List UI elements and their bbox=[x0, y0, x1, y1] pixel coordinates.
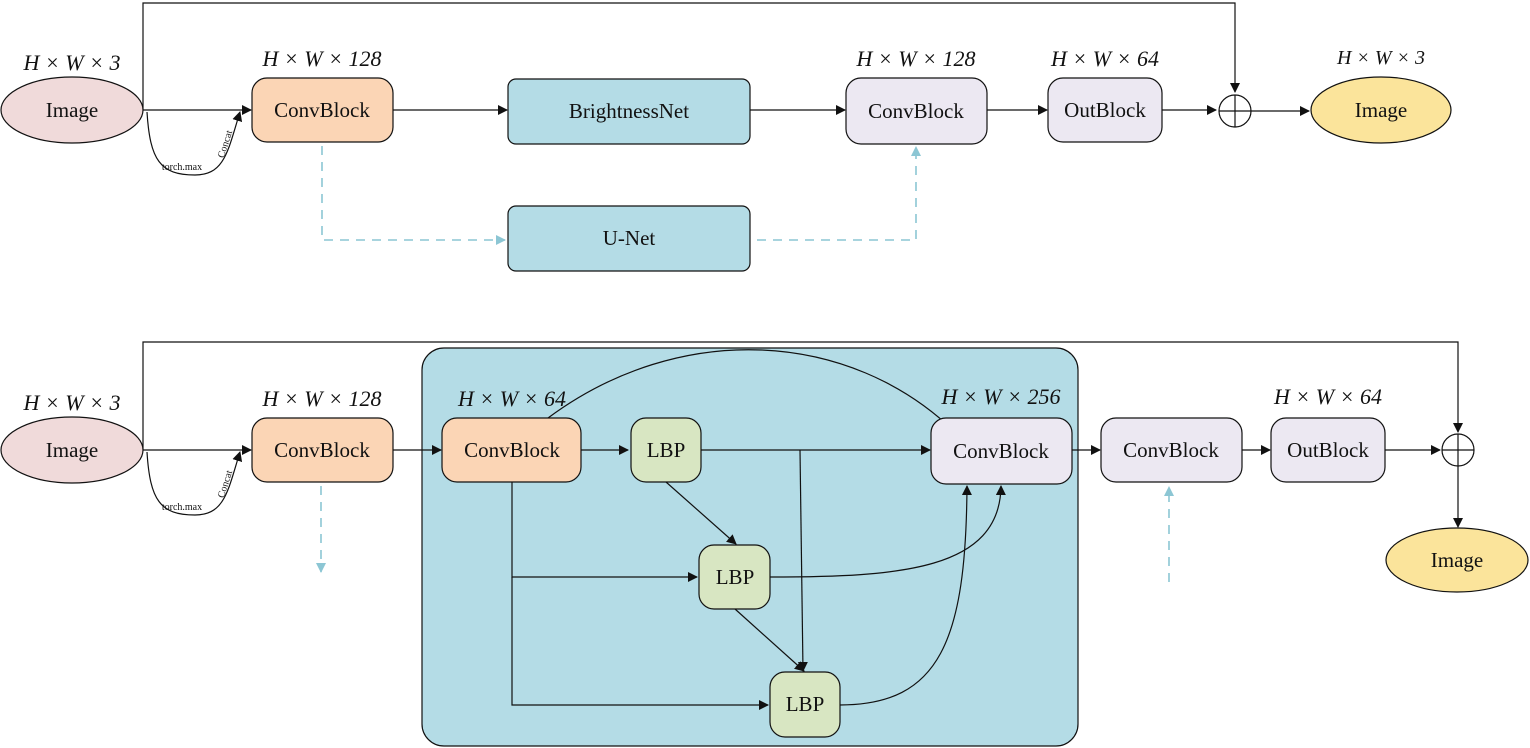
top-output-dim: H × W × 3 bbox=[1336, 47, 1425, 69]
arrow-lbp2-merge bbox=[769, 485, 1006, 578]
top-conv2-node bbox=[845, 77, 988, 145]
arrow-innerconv-lbp3 bbox=[511, 577, 769, 710]
top-brightnessnet-label: BrightnessNet bbox=[569, 99, 689, 123]
arrow-lbp1-lbp2 bbox=[665, 481, 737, 545]
bottom-conv1-dim: H × W × 128 bbox=[262, 386, 382, 411]
arrow-lbp3-merge bbox=[839, 485, 972, 706]
top-conv2-label: ConvBlock bbox=[868, 99, 964, 123]
bottom-outblock-label: OutBlock bbox=[1287, 438, 1369, 462]
merge-conv-node bbox=[930, 417, 1073, 485]
top-pipeline: H × W × 3 Image torch.max Concat H × W ×… bbox=[0, 2, 1452, 272]
bottom-skip-connection bbox=[142, 341, 1463, 450]
top-outblock-label: OutBlock bbox=[1064, 98, 1146, 122]
bottom-input-image-label: Image bbox=[46, 438, 98, 462]
top-input-dim: H × W × 3 bbox=[23, 50, 121, 75]
top-conv1-dim: H × W × 128 bbox=[262, 46, 382, 71]
bottom-pipeline: H × W × 3 Image torch.max Concat H × W ×… bbox=[0, 341, 1529, 747]
top-output-image-label: Image bbox=[1355, 98, 1407, 122]
inner-conv-dim: H × W × 64 bbox=[457, 386, 566, 411]
top-unet-node bbox=[507, 205, 751, 272]
arrow-lbp2-lbp3 bbox=[734, 608, 805, 672]
merge-conv-dim: H × W × 256 bbox=[941, 384, 1061, 409]
lbp3-label: LBP bbox=[786, 692, 825, 716]
bottom-conv3-label: ConvBlock bbox=[1123, 438, 1219, 462]
inner-conv-label: ConvBlock bbox=[464, 438, 560, 462]
bottom-input-dim: H × W × 3 bbox=[23, 390, 121, 415]
bottom-output-image-node bbox=[1385, 527, 1529, 593]
bottom-sum-node bbox=[1441, 433, 1475, 467]
top-conv1-label: ConvBlock bbox=[274, 98, 370, 122]
top-dashed-conv1-unet bbox=[321, 146, 506, 245]
bottom-concat-label: Concat bbox=[216, 469, 235, 500]
top-dashed-unet-conv2 bbox=[757, 146, 921, 241]
bottom-output-image-label: Image bbox=[1431, 548, 1483, 572]
top-torchmax-label: torch.max bbox=[162, 162, 202, 173]
bottom-conv1-label: ConvBlock bbox=[274, 438, 370, 462]
arrow-innerconv-merge-arc bbox=[547, 349, 956, 433]
top-concat-label: Concat bbox=[216, 129, 235, 160]
top-conv2-dim: H × W × 128 bbox=[856, 46, 976, 71]
top-sum-node bbox=[1218, 94, 1252, 128]
bottom-torchmax-loop bbox=[146, 451, 243, 516]
lbp2-label: LBP bbox=[716, 565, 755, 589]
arrow-lbp1-lbp3 bbox=[797, 449, 808, 672]
top-torchmax-loop bbox=[146, 111, 243, 176]
top-outblock-dim: H × W × 64 bbox=[1050, 46, 1159, 71]
top-input-image-label: Image bbox=[46, 98, 98, 122]
bottom-outblock-dim: H × W × 64 bbox=[1273, 384, 1382, 409]
top-skip-connection bbox=[142, 2, 1240, 110]
top-brightnessnet-node bbox=[507, 78, 751, 145]
merge-conv-label: ConvBlock bbox=[953, 439, 1049, 463]
top-output-image-node bbox=[1310, 76, 1452, 144]
lbp1-label: LBP bbox=[647, 438, 686, 462]
bottom-torchmax-label: torch.max bbox=[162, 502, 202, 513]
top-unet-label: U-Net bbox=[603, 226, 656, 250]
